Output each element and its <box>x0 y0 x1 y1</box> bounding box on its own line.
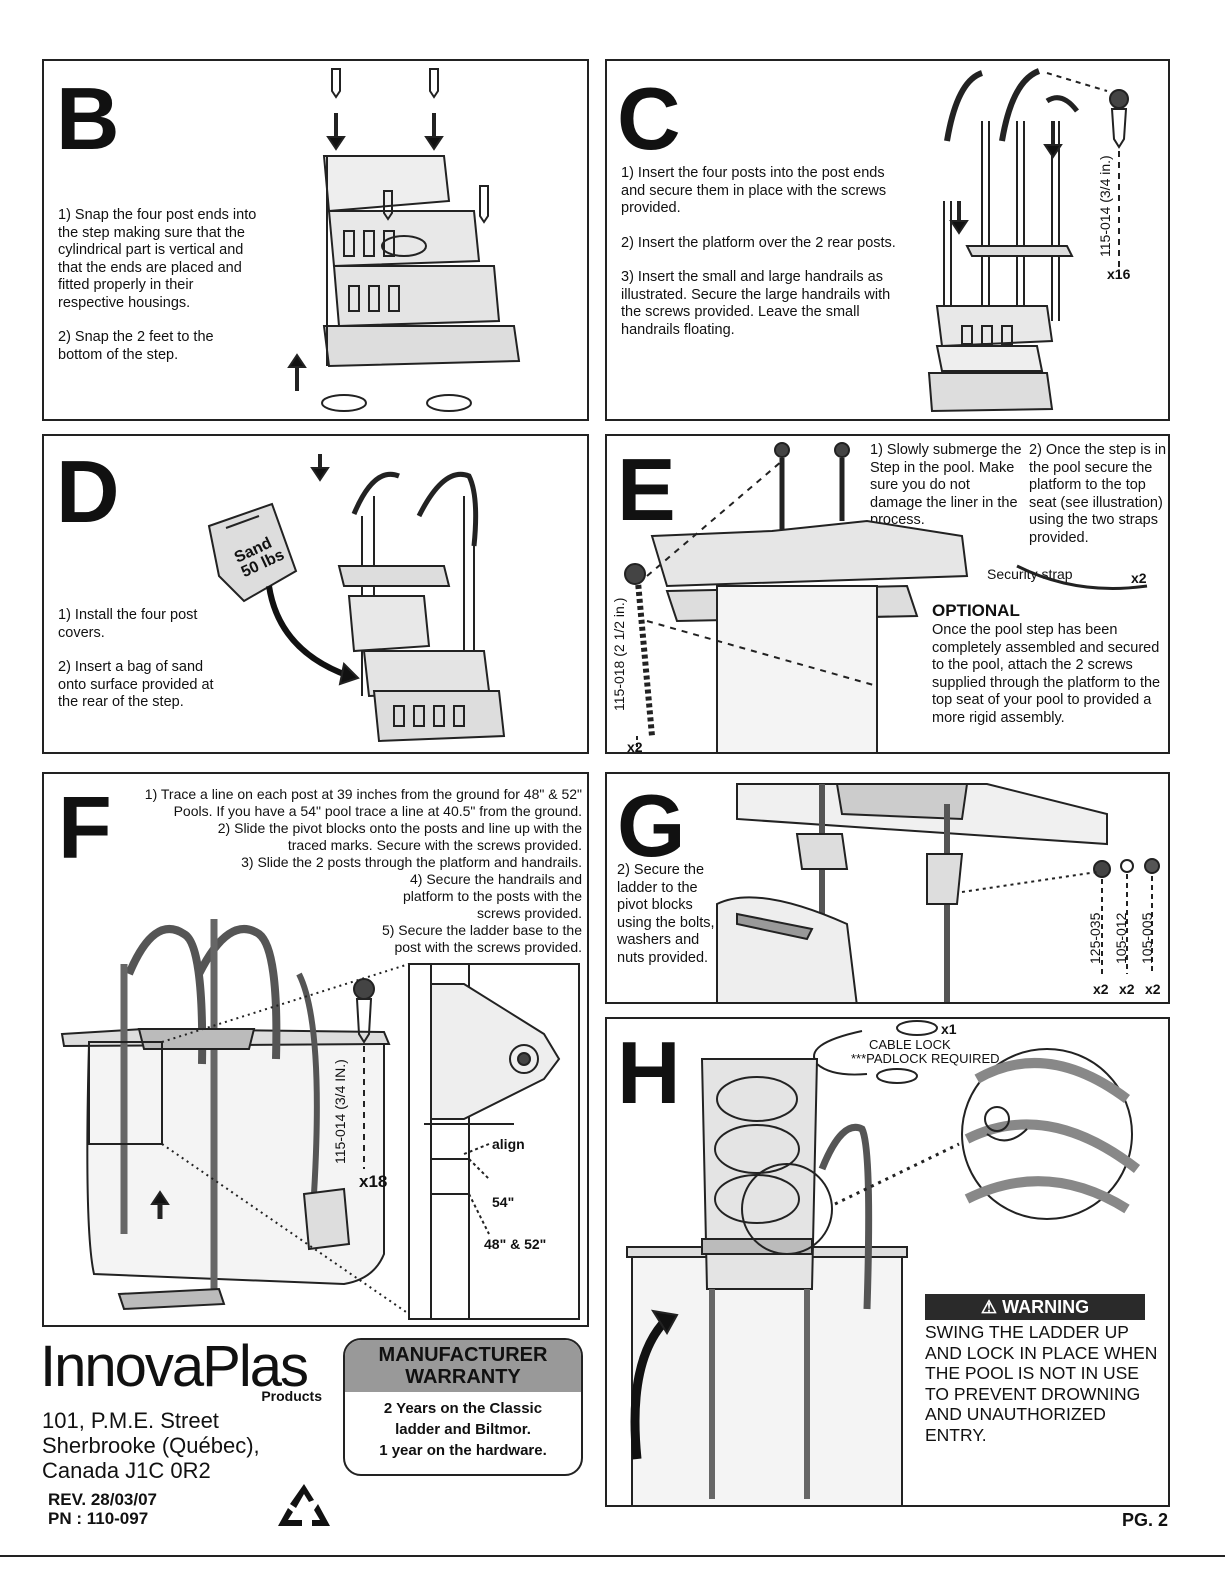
step-1: 1) Trace a line on each post at 39 inche… <box>144 786 582 819</box>
label-48-52: 48" & 52" <box>484 1236 547 1252</box>
step-1: 1) Insert the four posts into the post e… <box>621 165 887 216</box>
part-code-2: 105-012 <box>1113 912 1129 964</box>
screw-quantity: x18 <box>359 1172 388 1191</box>
instructions: 1) Install the four post covers. 2) Inse… <box>58 607 233 712</box>
step-2: 2) Once the step is in the pool secure t… <box>1029 442 1167 546</box>
align-label: align <box>492 1136 525 1152</box>
warranty-body: 2 Years on the Classic ladder and Biltmo… <box>345 1392 581 1461</box>
screw-code: 115-018 (2 1/2 in.) <box>611 597 627 711</box>
recycle-icon <box>278 1484 330 1526</box>
pivot-illustration <box>716 783 1160 1002</box>
screw-quantity: x16 <box>1107 266 1131 282</box>
padlock-label: ***PADLOCK REQUIRED <box>851 1051 1000 1066</box>
security-strap-label: Security strap <box>987 566 1073 582</box>
step-2: 2) Insert a bag of sand onto surface pro… <box>58 659 214 710</box>
brand-sub: Products <box>261 1388 322 1404</box>
panel-letter: C <box>617 69 681 168</box>
panel-letter: E <box>617 440 676 539</box>
pool-step-illustration <box>624 442 1148 752</box>
brand-logo: InnovaPlas Products <box>40 1332 330 1404</box>
part-qty-2: x2 <box>1119 981 1135 997</box>
brand-name: InnovaPlas <box>40 1334 309 1399</box>
instructions: 1) Insert the four posts into the post e… <box>621 165 896 339</box>
page-number: PG. 2 <box>1122 1510 1169 1530</box>
strap-quantity: x2 <box>1131 570 1147 586</box>
ladder-illustration <box>60 919 580 1320</box>
panel-d: D 1) Install the four post covers. 2) In… <box>42 434 589 754</box>
lock-illustration <box>626 1020 1141 1505</box>
step-4: 4) Secure the handrails and platform to … <box>403 871 582 921</box>
step-1: 1) Install the four post covers. <box>58 607 198 641</box>
optional-text: Once the pool step has been completely a… <box>932 622 1161 726</box>
optional-title: OPTIONAL <box>932 601 1020 620</box>
step-3: 3) Slide the 2 posts through the platfor… <box>241 854 582 870</box>
bottom-rule <box>0 1555 1225 1557</box>
step-2: 2) Secure the ladder to the pivot blocks… <box>617 862 715 966</box>
step-2: 2) Slide the pivot blocks onto the posts… <box>217 820 582 853</box>
step-5: 5) Secure the ladder base to the post wi… <box>381 922 582 955</box>
panel-letter: D <box>56 442 120 541</box>
part-number: PN : 110-097 <box>48 1509 149 1528</box>
warranty-title-2: WARRANTY <box>405 1366 521 1388</box>
instructions: 1) Trace a line on each post at 39 inche… <box>114 786 582 956</box>
panel-letter: H <box>617 1023 681 1122</box>
screw-quantity: x2 <box>627 739 643 754</box>
revision: REV. 28/03/07 <box>48 1490 158 1509</box>
address-line-3: Canada J1C 0R2 <box>42 1458 211 1483</box>
part-qty-1: x2 <box>1093 981 1109 997</box>
address-line-2: Sherbrooke (Québec), <box>42 1433 260 1458</box>
warranty-header: MANUFACTURER WARRANTY <box>345 1340 581 1392</box>
screw-code: 115-014 (3/4 IN.) <box>332 1059 348 1164</box>
part-code-1: 125-035 <box>1087 912 1103 964</box>
warning-title: WARNING <box>1002 1297 1090 1317</box>
warning-icon: ⚠ <box>980 1297 998 1317</box>
part-code-3: 105-005 <box>1139 912 1155 964</box>
step-1: 1) Slowly submerge the Step in the pool.… <box>870 442 1022 528</box>
panel-letter: G <box>617 776 686 875</box>
panel-f: F 1) Trace a line on each post at 39 inc… <box>42 772 589 1327</box>
panel-letter: B <box>56 69 120 168</box>
address: 101, P.M.E. Street Sherbrooke (Québec), … <box>42 1408 260 1483</box>
revision-info: REV. 28/03/07 PN : 110-097 <box>48 1490 157 1528</box>
step-illustration <box>287 68 521 412</box>
warning-text: SWING THE LADDER UP AND LOCK IN PLACE WH… <box>925 1322 1158 1445</box>
panel-c: C 1) Insert the four posts into the post… <box>605 59 1170 421</box>
step-3: 3) Insert the small and large handrails … <box>621 269 891 338</box>
address-line-1: 101, P.M.E. Street <box>42 1408 219 1433</box>
panel-e: E 1) Slowly submerge the Step in the poo… <box>605 434 1170 754</box>
panel-b: B 1) Snap the four post ends into the st… <box>42 59 589 421</box>
warranty-box: MANUFACTURER WARRANTY 2 Years on the Cla… <box>343 1338 583 1476</box>
panel-letter: F <box>58 778 112 877</box>
label-54: 54" <box>492 1194 515 1210</box>
warranty-line-3: 1 year on the hardware. <box>379 1442 547 1459</box>
instructions: 1) Snap the four post ends into the step… <box>58 207 258 364</box>
step-1: 1) Snap the four post ends into the step… <box>58 207 257 311</box>
panel-h: H x1 CABLE LOCK * <box>605 1017 1170 1507</box>
warranty-line-1: 2 Years on the Classic <box>383 1400 543 1417</box>
assembly-illustration <box>927 68 1129 413</box>
part-qty-3: x2 <box>1145 981 1161 997</box>
cable-lock-quantity: x1 <box>941 1021 957 1037</box>
cable-lock-label: CABLE LOCK <box>869 1037 951 1052</box>
step-2: 2) Snap the 2 feet to the bottom of the … <box>58 329 214 363</box>
warranty-title-1: MANUFACTURER <box>378 1344 548 1366</box>
warning-banner: ⚠ WARNING <box>925 1294 1145 1320</box>
sand-bag-illustration <box>207 454 506 743</box>
step-2: 2) Insert the platform over the 2 rear p… <box>621 234 896 251</box>
screw-code: 115-014 (3/4 in.) <box>1097 155 1113 257</box>
warranty-line-2: ladder and Biltmor. <box>395 1421 531 1438</box>
panel-g: G 2) Secure the ladder to the pivot bloc… <box>605 772 1170 1004</box>
